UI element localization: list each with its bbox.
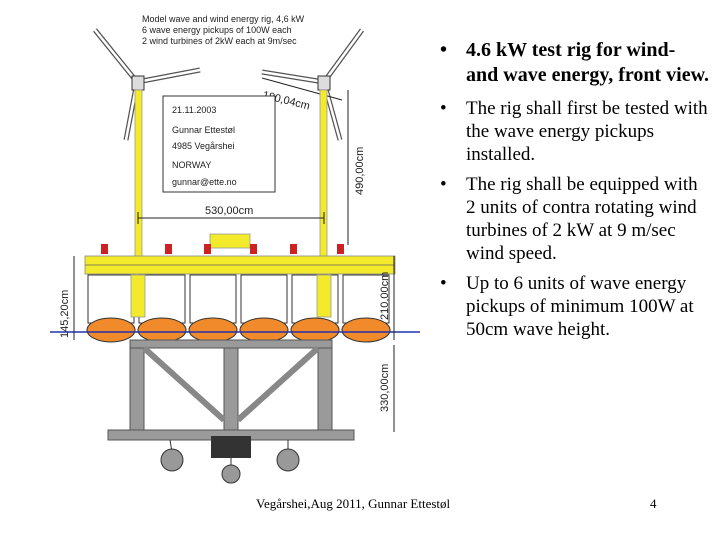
rig-diagram: Model wave and wind energy rig, 4,6 kW 6…: [50, 14, 420, 484]
slide-footer: Vegårshei,Aug 2011, Gunnar Ettestøl: [256, 496, 451, 511]
bullet-item: 4.6 kW test rig for wind- and wave energ…: [438, 38, 710, 88]
wave-energy-pickups: [86, 274, 391, 343]
model-note-line-3: 2 wind turbines of 2kW each at 9m/sec: [142, 36, 297, 46]
floater-height-label: 145,20cm: [59, 290, 71, 338]
bullet-item: The rig shall first be tested with the w…: [438, 97, 710, 166]
leg-height-label: 330,00cm: [379, 364, 391, 412]
mast-spacing-label: 530,00cm: [205, 205, 253, 217]
info-email: gunnar@ette.no: [172, 177, 237, 187]
bullet-list: 4.6 kW test rig for wind- and wave energ…: [438, 38, 710, 348]
model-note-line-1: Model wave and wind energy rig, 4,6 kW: [142, 14, 305, 24]
info-name: Gunnar Ettestøl: [172, 125, 235, 135]
info-country: NORWAY: [172, 160, 211, 170]
platform-height-label: 210,00cm: [379, 272, 391, 320]
model-note-line-2: 6 wave energy pickups of 100W each: [142, 25, 292, 35]
platform: [84, 244, 396, 275]
left-mast: [134, 89, 143, 281]
bullet-item: The rig shall be equipped with 2 units o…: [438, 173, 710, 265]
page-number: 4: [650, 496, 657, 511]
substructure: [107, 339, 355, 441]
anchors: [160, 436, 300, 484]
right-wind-turbine: [261, 28, 365, 141]
bullet-item: Up to 6 units of wave energy pickups of …: [438, 272, 710, 341]
right-mast: [319, 89, 328, 281]
info-date: 21.11.2003: [172, 105, 216, 115]
info-box: [162, 95, 276, 193]
mast-height-label: 490,00cm: [354, 147, 366, 195]
info-town: 4985 Vegårshei: [172, 141, 235, 151]
